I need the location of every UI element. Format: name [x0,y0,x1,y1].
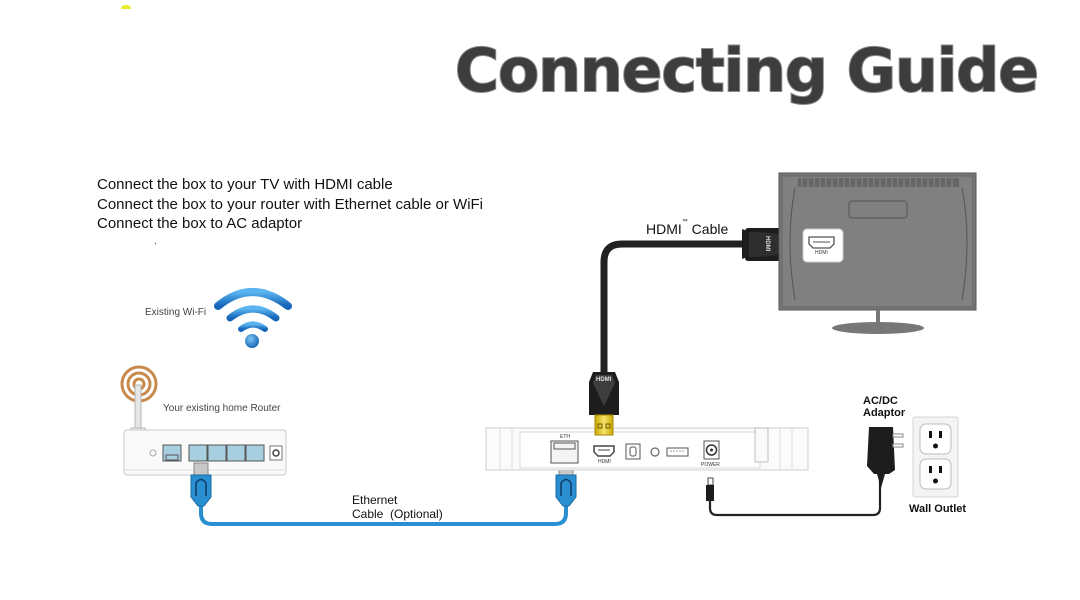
power-cable [706,477,882,517]
ethernet-cable-label-line1: Ethernet [352,493,398,507]
box-optical-port [625,443,641,460]
stray-dot: . [154,236,157,247]
ac-adaptor [867,427,904,488]
box-eth-port [550,440,579,464]
box-eth-label: ETH [560,434,570,440]
tv-hdmi-label: HDMI [815,250,828,256]
box-hdmi-port [593,445,615,457]
hdmi-cable-label-main: HDMI [646,221,682,237]
instruction-adaptor: Connect the box to AC adaptor [97,215,303,232]
wifi-icon [214,288,292,348]
decorative-mark [121,5,131,9]
box-hdmi-label: HDMI [598,459,611,465]
box-av-port [650,447,660,457]
hdmi-plug-text-vertical: HDMI [596,377,612,383]
wall-outlet-label: Wall Outlet [909,503,967,515]
media-box [485,427,809,471]
outlet-socket-bottom [919,458,952,490]
adaptor-label: AC/DC Adaptor [863,395,905,419]
tv [778,172,977,334]
router-label: Your existing home Router [163,403,281,414]
page-title: Connecting Guide [454,35,1040,107]
adaptor-label-line1: AC/DC [863,395,898,407]
router-wan-port [162,444,182,462]
outlet-socket-top [919,423,952,455]
wall-outlet [912,416,959,498]
router [120,365,287,476]
router-power-port [269,445,283,461]
trademark-mark: ™ [681,219,688,225]
ethernet-cable-label-line2: Cable (Optional) [352,507,443,521]
instruction-router: Connect the box to your router with Ethe… [97,195,484,213]
box-power-port [703,440,720,460]
hdmi-plug-text-horizontal: HDMI [764,236,770,252]
hdmi-cable-label: HDMI™ Cable [646,219,729,237]
router-lan-ports [188,444,265,462]
instruction-hdmi: Connect the box to your TV with HDMI cab… [97,176,393,193]
hdmi-cable [589,228,806,436]
hdmi-cable-label-suffix: Cable [687,221,729,237]
ethernet-cable [190,462,577,526]
box-power-label: POWER [701,462,720,468]
ethernet-cable-label: Ethernet Cable (Optional) [352,493,443,521]
wifi-label: Existing Wi-Fi [145,307,207,318]
box-usb-port [666,447,689,457]
instructions-list: Connect the box to your TV with HDMI cab… [97,175,483,234]
adaptor-label-line2: Adaptor [863,407,906,419]
